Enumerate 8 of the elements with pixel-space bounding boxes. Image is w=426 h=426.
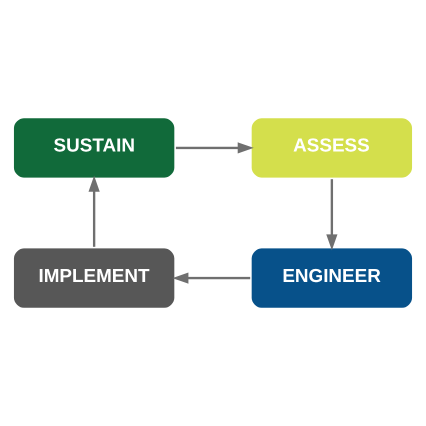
node-box: ENGINEER	[248, 246, 415, 311]
arrow	[172, 272, 250, 284]
arrow	[176, 142, 254, 154]
arrow	[326, 179, 338, 250]
node-box: SUSTAIN	[11, 115, 178, 180]
arrow	[88, 176, 100, 247]
node-box: IMPLEMENT	[11, 246, 178, 311]
node-box: ASSESS	[248, 115, 415, 180]
